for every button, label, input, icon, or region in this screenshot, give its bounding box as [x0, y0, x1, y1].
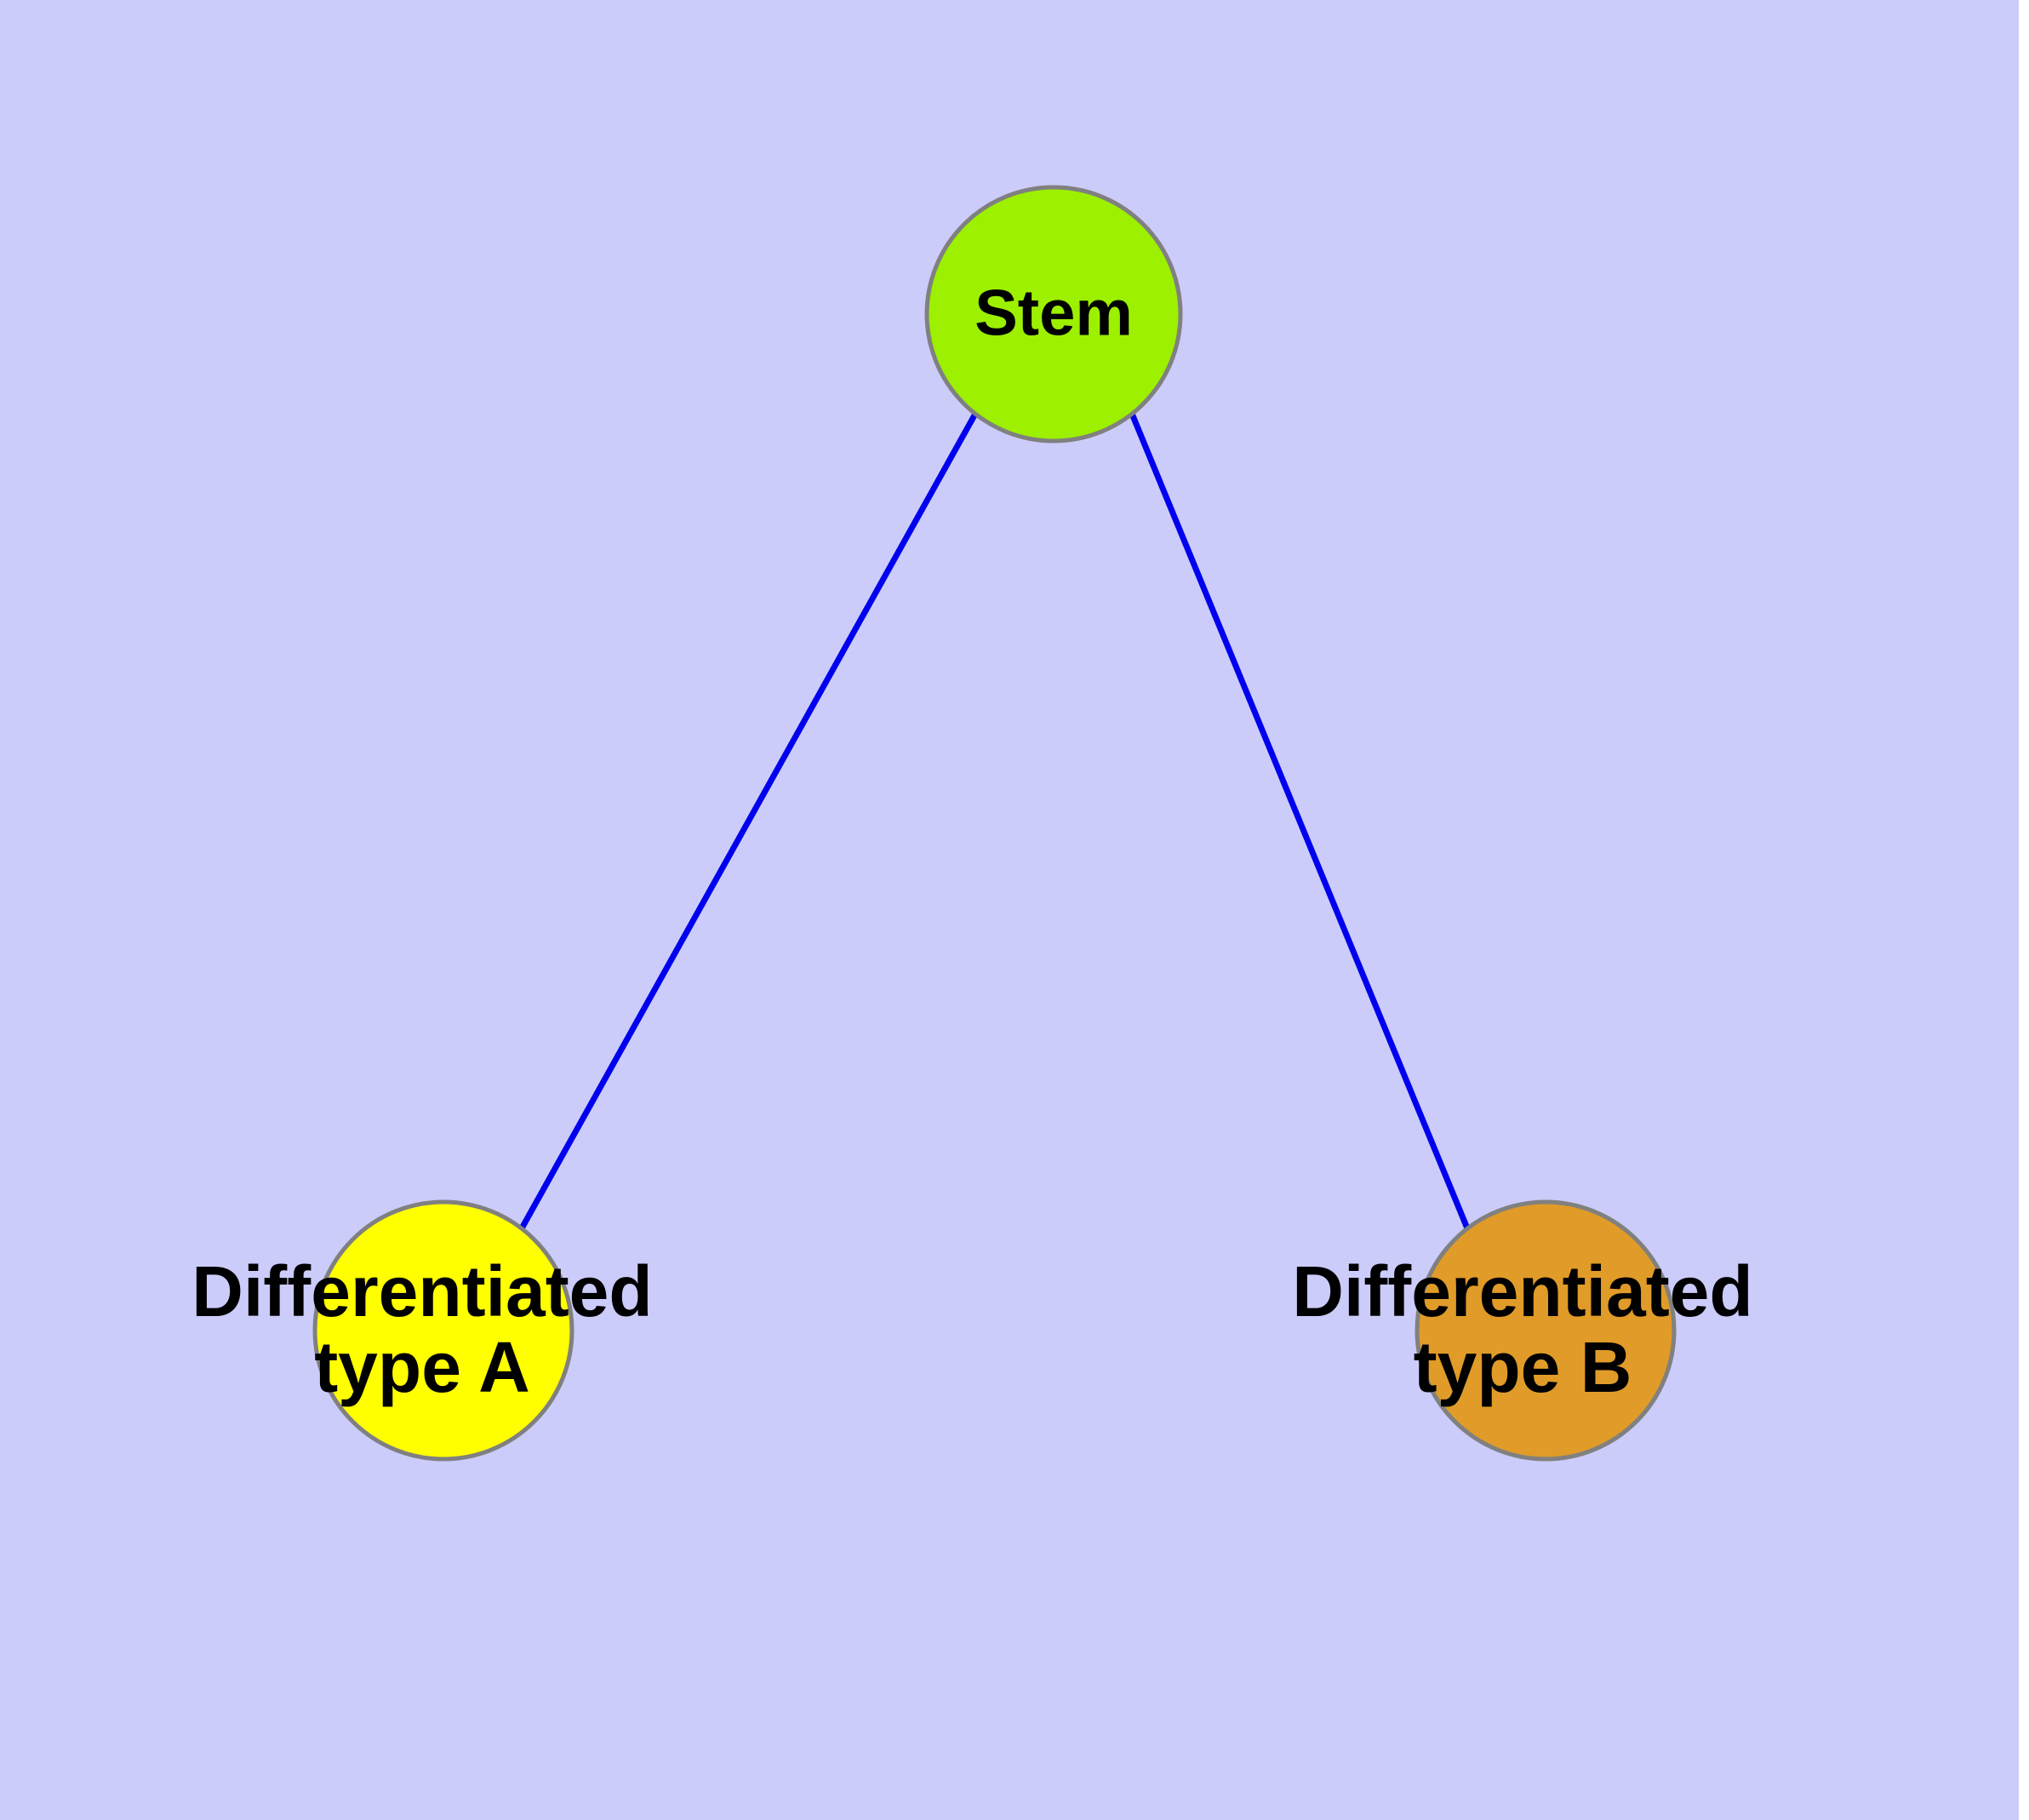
edge-stem-to-diff-b — [1129, 412, 1471, 1230]
edge-layer — [518, 412, 1471, 1230]
node-differentiated-type-b[interactable] — [1415, 1199, 1677, 1462]
node-stem[interactable] — [924, 185, 1183, 444]
node-differentiated-type-a[interactable] — [312, 1199, 574, 1462]
node-layer — [312, 185, 1677, 1462]
edge-stem-to-diff-a — [518, 412, 979, 1230]
